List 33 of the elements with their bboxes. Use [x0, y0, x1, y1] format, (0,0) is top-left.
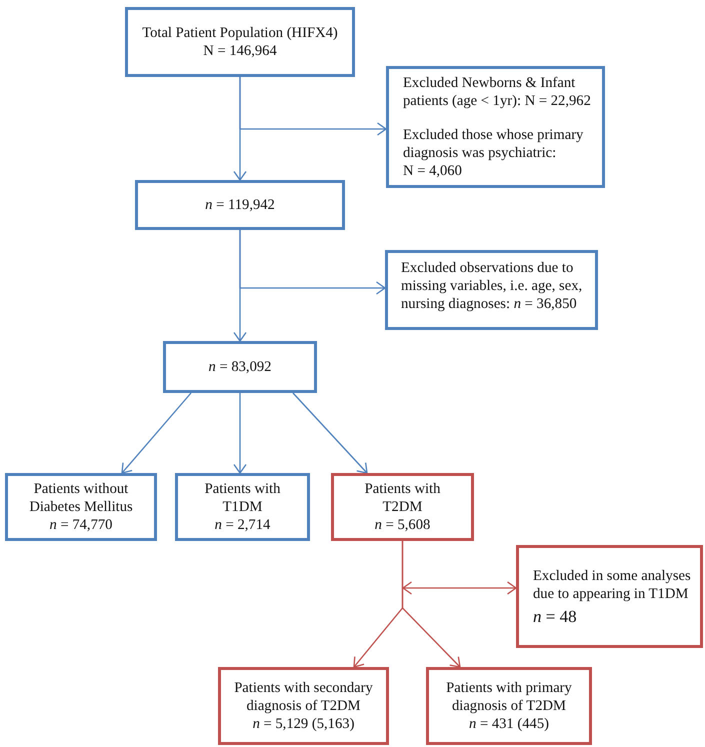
count-label: n = 119,942	[205, 196, 275, 214]
subgroup-box	[218, 667, 389, 745]
arrow	[233, 393, 247, 474]
count-label: n = 431 (445)	[468, 715, 550, 733]
count-label: n = 48	[533, 606, 578, 626]
exclusion-note: Excluded observations due to missing variables, i.e. age, sex, nursing diagnoses: n = 36,850	[401, 259, 584, 313]
count-label: N = 4,060	[403, 162, 463, 180]
count-label: n = 5,129 (5,163)	[252, 715, 356, 733]
arrow	[233, 77, 247, 181]
subgroup-box	[426, 667, 592, 745]
group-box	[175, 473, 310, 541]
count-box	[135, 180, 345, 230]
exclusion-note: Excluded Newborns & Infant patients (age < 1yr): N = 22,962	[403, 74, 592, 110]
box-heading: Total Patient Population (HIFX4)	[142, 24, 338, 42]
count-label: n = 74,770	[48, 516, 114, 534]
exclusion-note: Excluded in some analyses due to appearing in T1DM	[533, 566, 692, 602]
count-label: N = 146,964	[203, 42, 277, 60]
population-box	[125, 7, 355, 77]
count-label: n = 5,608	[374, 516, 432, 534]
arrow	[402, 541, 461, 668]
group-box	[331, 473, 474, 541]
count-label: n = 2,714	[214, 516, 272, 534]
exclusion-box	[385, 250, 598, 330]
count-box	[163, 341, 317, 393]
arrow	[292, 392, 368, 474]
exclusion-box	[516, 545, 703, 648]
group-box	[5, 473, 157, 541]
count-label: n = 83,092	[208, 358, 272, 376]
exclusion-box	[386, 66, 605, 188]
exclusion-note: Excluded those whose primary diagnosis was psychiatric:	[403, 126, 584, 162]
arrow	[233, 230, 247, 342]
double-arrow	[402, 581, 517, 595]
arrow	[121, 392, 192, 474]
